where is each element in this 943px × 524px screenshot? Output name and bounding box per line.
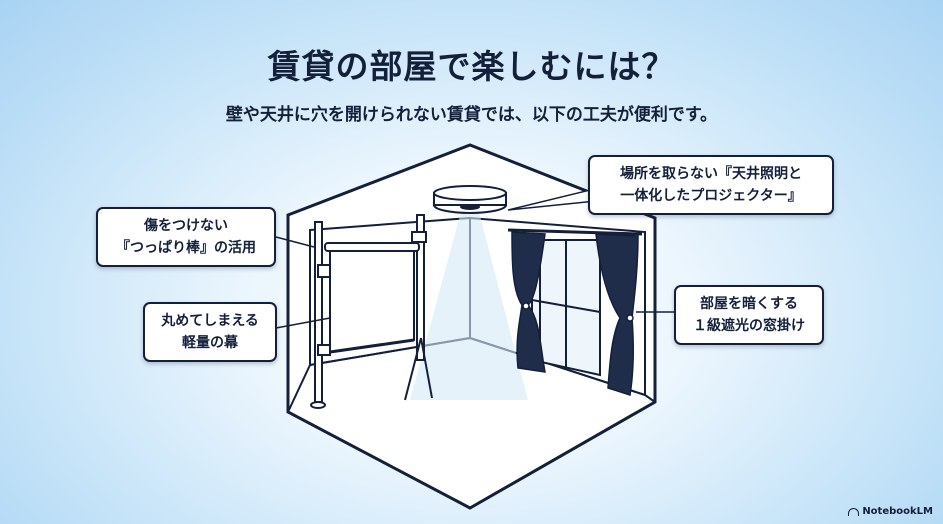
callout-tension-pole-line2: 『つっぱり棒』の活用 xyxy=(116,240,256,256)
page-subtitle: 壁や天井に穴を開けられない賃貸では、以下の工夫が便利です。 xyxy=(225,105,718,125)
callout-screen-line2: 軽量の幕 xyxy=(182,335,238,351)
curtain-right xyxy=(595,233,639,396)
pointer-tension-pole xyxy=(275,236,315,248)
curtain-rod xyxy=(507,228,643,236)
tension-pole-left xyxy=(310,221,331,409)
callout-tension-pole: 傷をつけない 『つっぱり棒』の活用 xyxy=(96,207,276,267)
callout-curtain-line2: １級遮光の窓掛け xyxy=(693,318,805,334)
callout-screen: 丸めてしまえる 軽量の幕 xyxy=(143,302,277,362)
page-title: 賃貸の部屋で楽しむには？ xyxy=(267,47,676,86)
callout-projector: 場所を取らない『天井照明と 一体化したプロジェクター』 xyxy=(588,155,834,215)
callout-curtain: 部屋を暗くする １級遮光の窓掛け xyxy=(674,285,824,345)
brand-label: NotebookLM xyxy=(862,506,933,517)
pointer-screen xyxy=(275,317,331,329)
curtain-left xyxy=(511,231,546,373)
projector-beam xyxy=(410,208,528,400)
screen-stand xyxy=(404,337,433,401)
tension-pole-right xyxy=(411,214,427,361)
callout-tension-pole-line1: 傷をつけない xyxy=(144,218,228,234)
projection-screen xyxy=(324,242,420,354)
callout-projector-line1: 場所を取らない『天井照明と xyxy=(620,166,802,182)
callout-projector-line2: 一体化したプロジェクター』 xyxy=(620,188,802,204)
curtain-tieback-right xyxy=(626,314,634,322)
callout-screen-line1: 丸めてしまえる xyxy=(161,313,259,329)
ceiling-projector xyxy=(433,185,507,214)
brand-watermark: NotebookLM xyxy=(848,506,933,517)
notebooklm-logo-icon xyxy=(848,507,860,516)
callout-curtain-line1: 部屋を暗くする xyxy=(700,296,798,312)
curtain-tieback-left xyxy=(522,302,530,310)
